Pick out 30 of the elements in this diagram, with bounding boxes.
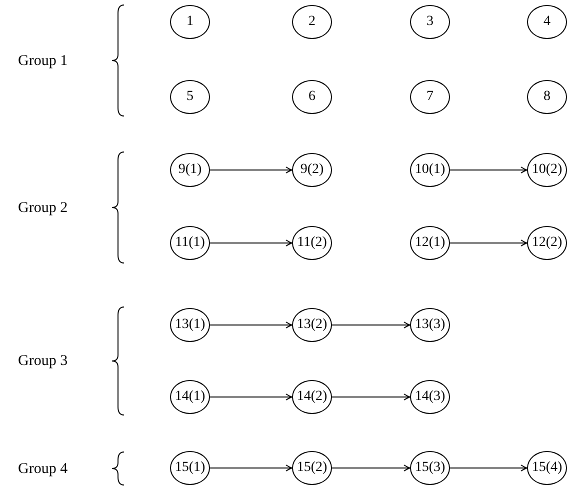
- ellipse-node: 7: [410, 80, 450, 114]
- group-label: Group 1: [18, 52, 69, 70]
- ellipse-node: 2: [292, 5, 332, 39]
- group-label: Group 3: [18, 352, 69, 370]
- ellipse-node: 15(3): [410, 451, 450, 485]
- ellipse-node: 3: [410, 5, 450, 39]
- ellipse-node: 11(2): [292, 226, 332, 260]
- ellipse-node: 14(3): [410, 380, 450, 414]
- ellipse-node: 11(1): [170, 226, 210, 260]
- ellipse-node: 12(1): [410, 226, 450, 260]
- ellipse-node: 9(2): [292, 153, 332, 187]
- group-label: Group 4: [18, 460, 69, 478]
- ellipse-node: 13(3): [410, 308, 450, 342]
- ellipse-node: 6: [292, 80, 332, 114]
- ellipse-node: 10(2): [527, 153, 567, 187]
- ellipse-node: 10(1): [410, 153, 450, 187]
- ellipse-node: 4: [527, 5, 567, 39]
- ellipse-node: 15(2): [292, 451, 332, 485]
- ellipse-node: 1: [170, 5, 210, 39]
- ellipse-node: 12(2): [527, 226, 567, 260]
- ellipse-node: 13(1): [170, 308, 210, 342]
- group-label: Group 2: [18, 198, 69, 216]
- ellipse-node: 15(1): [170, 451, 210, 485]
- ellipse-node: 13(2): [292, 308, 332, 342]
- ellipse-node: 14(2): [292, 380, 332, 414]
- ellipse-node: 15(4): [527, 451, 567, 485]
- ellipse-node: 9(1): [170, 153, 210, 187]
- ellipse-node: 8: [527, 80, 567, 114]
- ellipse-node: 14(1): [170, 380, 210, 414]
- ellipse-node: 5: [170, 80, 210, 114]
